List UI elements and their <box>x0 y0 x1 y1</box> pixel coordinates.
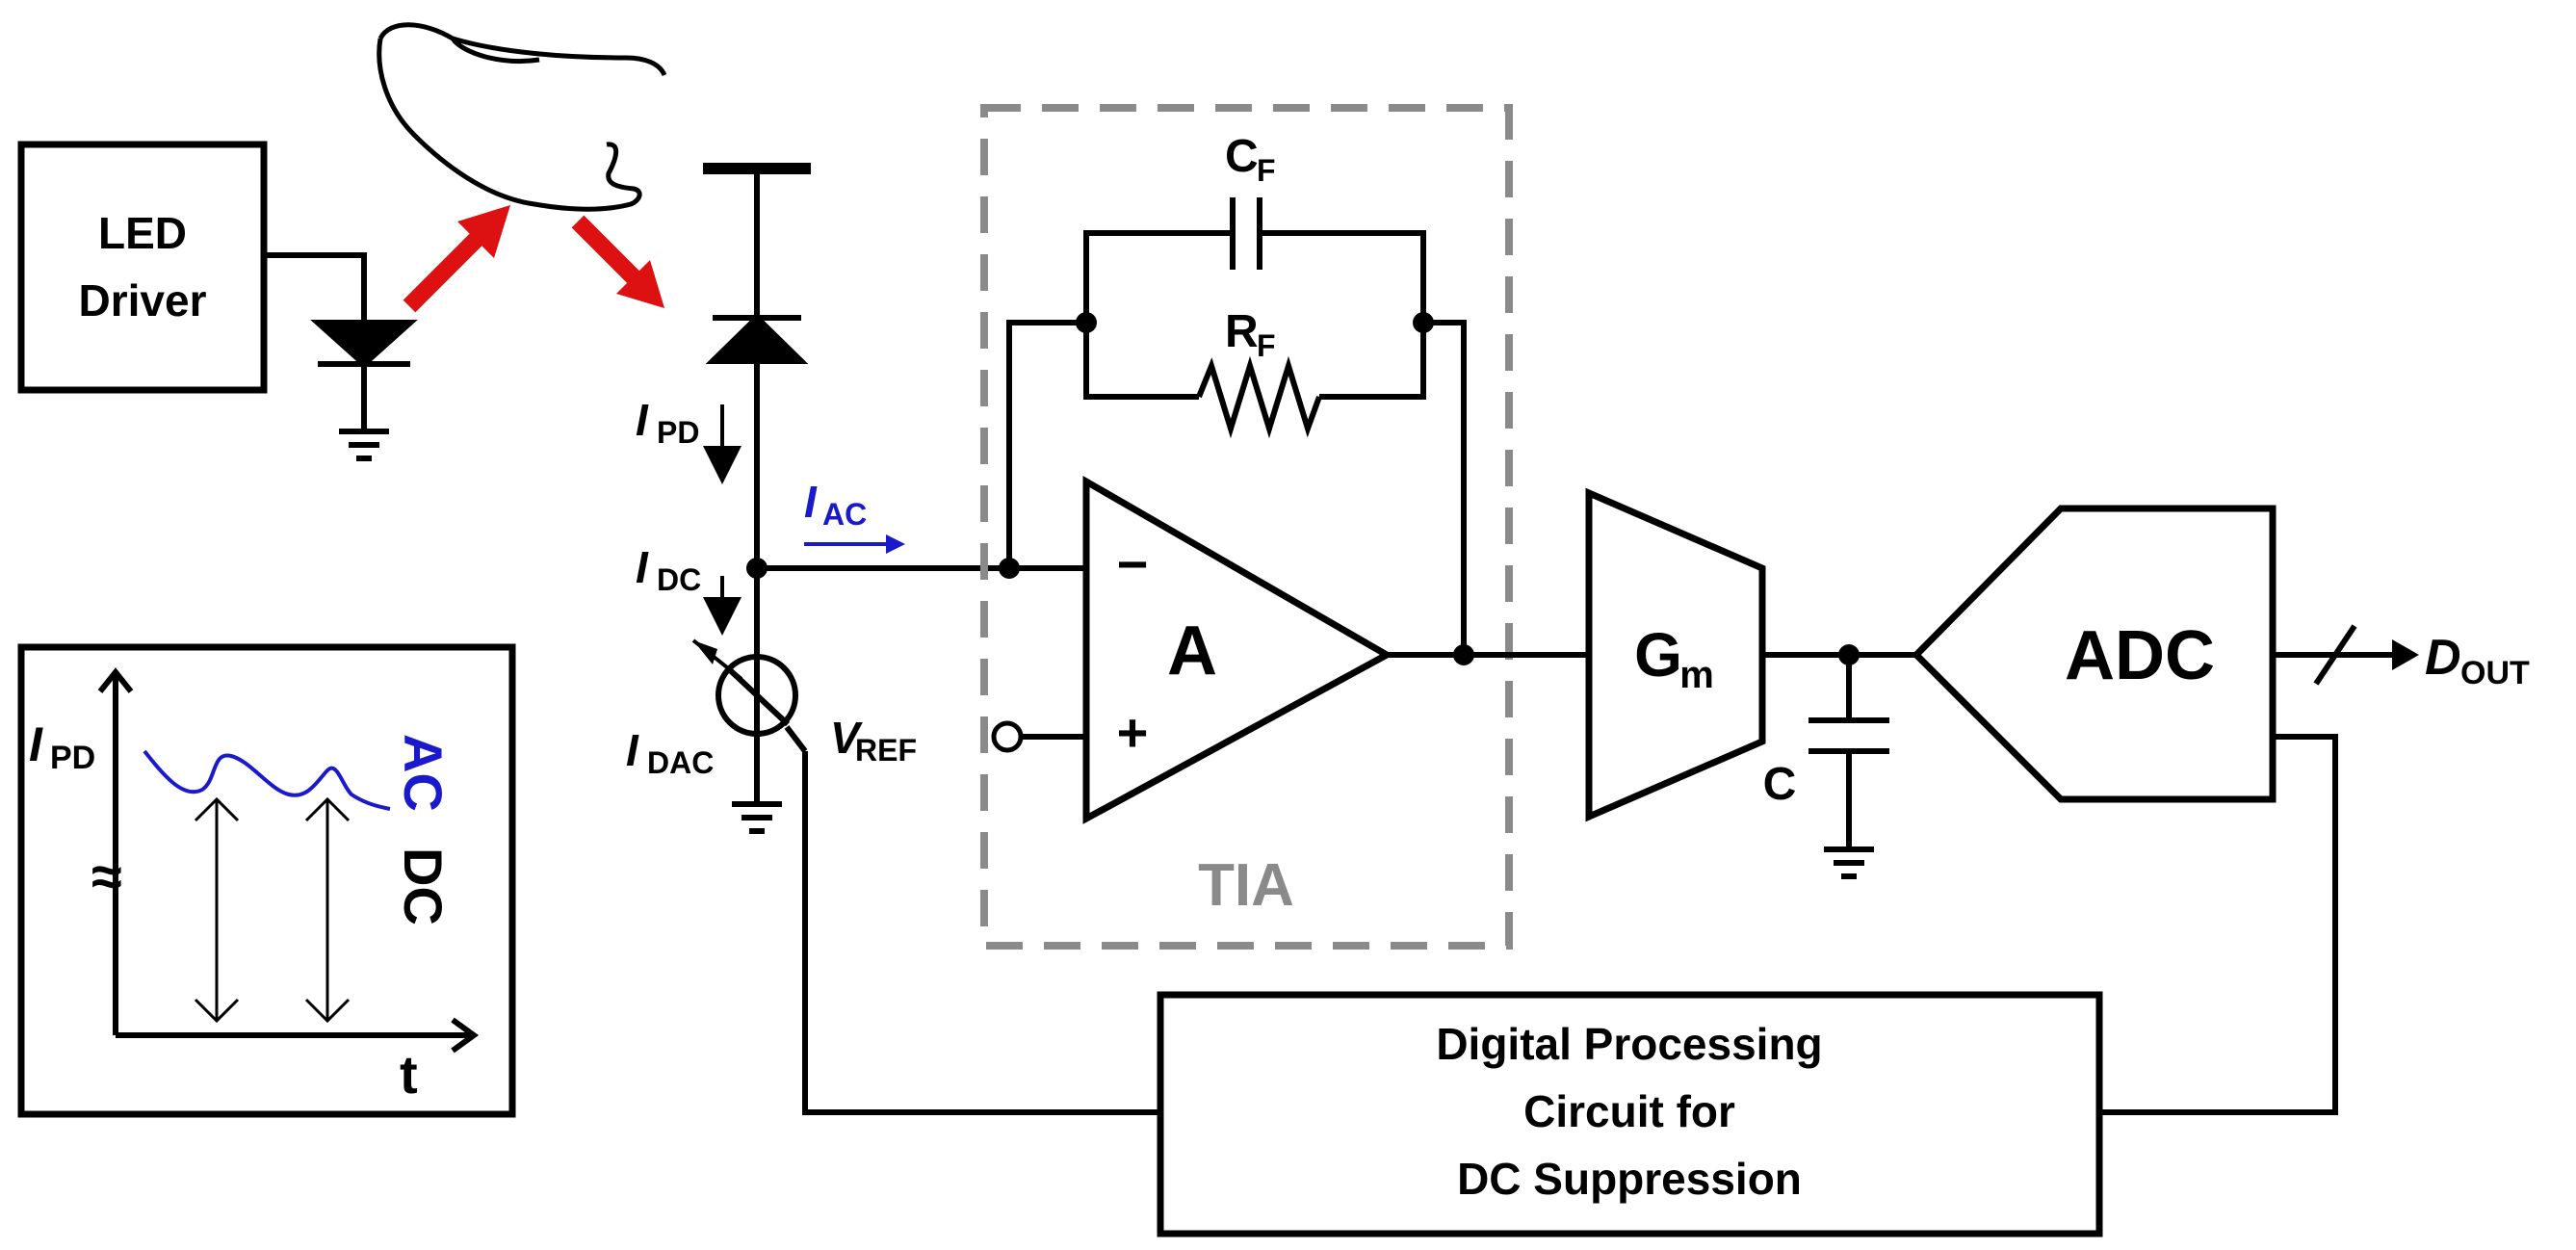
inset-ylabel-sub: PD <box>50 740 95 776</box>
idc-sub: DC <box>657 562 701 597</box>
inset-plot: I PD t ≈ AC DC <box>17 643 516 1118</box>
led-driver-block: LED Driver <box>17 141 268 394</box>
ipd-sub: PD <box>657 415 699 450</box>
tia-output-node <box>1453 644 1474 665</box>
dp-line3: DC Suppression <box>1457 1154 1802 1204</box>
iac-main: I <box>804 477 818 527</box>
idac-main: I <box>626 725 639 775</box>
inset-dc-label: DC <box>393 847 454 925</box>
idc-label: I DC <box>636 542 701 597</box>
rf-main: R <box>1225 306 1259 357</box>
idc-main: I <box>636 542 649 592</box>
pd-ground-icon <box>732 801 782 834</box>
idac-sub: DAC <box>647 745 714 780</box>
gm-sub: m <box>1679 654 1714 696</box>
light-emit-arrow <box>403 205 510 313</box>
finger-icon <box>377 22 667 212</box>
cap-ground-icon <box>1824 846 1874 879</box>
dp-line1: Digital Processing <box>1436 1019 1822 1069</box>
led-driver-label-line1: LED <box>98 208 187 258</box>
gm-main: G <box>1634 620 1682 690</box>
cf-sub: F <box>1257 153 1276 188</box>
op-amp-gain-label: A <box>1167 612 1217 690</box>
tia-label: TIA <box>1198 852 1294 919</box>
vref-main: V <box>830 713 863 763</box>
feedback-loop-wire <box>802 734 2338 1115</box>
inset-dc-arrow-2 <box>304 796 351 1024</box>
dout-bus: D OUT <box>2273 624 2530 691</box>
ipd-main: I <box>636 395 649 445</box>
light-reflect-arrow <box>571 215 664 308</box>
inset-axis-break: ≈ <box>91 846 122 908</box>
vref-sub: REF <box>855 733 917 768</box>
iac-sub: AC <box>822 497 867 532</box>
iac-label: I AC <box>804 477 867 532</box>
inset-ac-label: AC <box>393 734 454 812</box>
adc-block: ADC <box>1912 505 2277 803</box>
vref-input: V REF <box>830 713 1086 768</box>
cf-label: C F <box>1225 131 1276 188</box>
inset-dc-arrow-1 <box>194 796 240 1024</box>
led-driver-label-line2: Driver <box>79 275 207 326</box>
adc-label: ADC <box>2065 617 2215 694</box>
inset-xlabel: t <box>400 1044 418 1105</box>
idac-label: I DAC <box>626 725 714 780</box>
op-amp-plus: + <box>1117 702 1149 763</box>
dac-current-source <box>691 638 808 1107</box>
iac-arrow <box>804 534 905 554</box>
op-amp-minus: − <box>1117 534 1149 594</box>
tia-node-right <box>1413 312 1434 333</box>
inset-ac-waveform <box>143 749 391 811</box>
sampling-capacitor <box>1808 655 1889 847</box>
dout-main: D <box>2425 630 2461 686</box>
led-ground-icon <box>339 429 389 461</box>
cf-main: C <box>1225 131 1259 182</box>
led-diode <box>264 252 418 429</box>
op-amp: − + A <box>1009 475 1394 824</box>
dp-line2: Circuit for <box>1523 1086 1735 1136</box>
tia-boundary <box>980 104 1513 950</box>
photodiode <box>703 163 811 801</box>
dout-sub: OUT <box>2460 655 2530 691</box>
ipd-label: I PD <box>636 395 699 450</box>
inset-ylabel-main: I <box>29 717 43 771</box>
digital-processing-block: Digital Processing Circuit for DC Suppre… <box>1157 991 2103 1237</box>
tia-node-left <box>1076 312 1097 333</box>
rf-label: R F <box>1225 306 1276 363</box>
tia-feedback-network <box>1006 197 1467 655</box>
rf-sub: F <box>1257 328 1276 363</box>
gm-block: G m <box>1585 487 1766 822</box>
cap-label: C <box>1763 759 1797 810</box>
